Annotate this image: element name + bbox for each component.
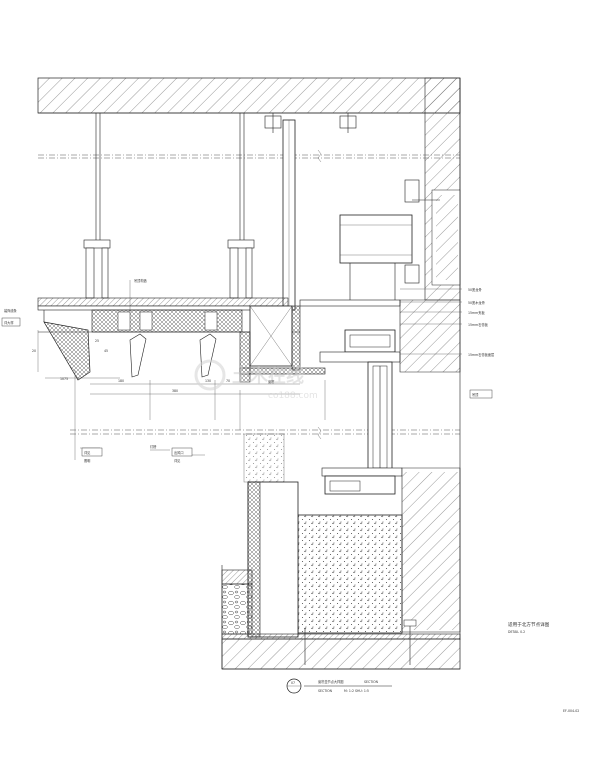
callout-label: 灯槽: [150, 444, 157, 449]
right-wall-upper: [424, 77, 461, 301]
watermark-main: 土木在线: [232, 365, 304, 387]
title-number: 07: [291, 681, 295, 685]
dimension-label: 1075: [60, 377, 68, 381]
watermark-sub: co188.com: [268, 391, 318, 401]
material-label: 50宽木龙骨: [468, 300, 485, 305]
ceiling-slab: [37, 77, 461, 114]
title-sub: SECTION: [318, 689, 333, 693]
sheet-code: EF-004-02: [563, 709, 579, 713]
hanger-rods: [83, 113, 255, 299]
material-label: 15mm石膏板: [468, 322, 489, 327]
material-label: 15mm夹板: [468, 310, 485, 315]
leader-lines: [80, 280, 462, 456]
callout-labels: 吊顶构造 吊顶 灯槽 详见 照明 出风口 详见 窗帘: [84, 278, 479, 463]
dimension-label: 380: [172, 389, 178, 393]
right-note: 适用于北方节点详图: [508, 621, 550, 628]
material-label: 15mm石膏板面层: [468, 352, 494, 357]
callout-label: 照明: [84, 459, 90, 463]
left-tag-ref: 详大样: [4, 320, 14, 325]
callout-label: 吊顶构造: [134, 278, 148, 283]
crown-molding: [43, 310, 217, 420]
callout-label: 吊顶: [472, 393, 479, 397]
right-note-sub: DETAIL 0.2: [508, 630, 525, 634]
left-tag: 装饰线条: [4, 308, 18, 313]
dimension-label: 70: [226, 379, 230, 383]
title-block: 07 窗帘盒节点大样图 SECTION SECTION M: 1:2 SHU: …: [286, 678, 392, 694]
material-labels: 50宽龙骨 50宽木龙骨 15mm夹板 15mm石膏板 15mm石膏板面层: [468, 287, 494, 357]
title-scale-en: SECTION: [364, 680, 379, 684]
steel-column: [282, 119, 440, 311]
watermark: 土木在线 co188.com: [194, 359, 318, 401]
dimension-label: 25: [95, 339, 99, 343]
dimension-label: 130: [205, 379, 211, 383]
dimension-label: 180: [118, 379, 124, 383]
floor-layers: [221, 565, 461, 670]
window-frame: [299, 299, 403, 495]
dimension-label: 45: [104, 349, 108, 353]
material-label: 50宽龙骨: [468, 287, 482, 292]
callout-label: 出风口: [174, 450, 184, 455]
title-scale: M: 1:2 SHU: 1:5: [344, 689, 369, 693]
callout-boxes: [1, 317, 493, 457]
callout-label: 详见: [84, 450, 91, 455]
dimension-labels: 180 130 380 25 70 45 1075 20: [32, 339, 230, 393]
callout-label: 详见: [174, 458, 181, 463]
ceiling-boards: [37, 297, 326, 383]
anchor-bolts: [264, 113, 357, 133]
callout-label: 窗帘: [268, 379, 274, 384]
dimension-lines: [37, 330, 326, 460]
title-text: 窗帘盒节点大样图: [318, 679, 344, 684]
dimension-label: 20: [32, 349, 36, 353]
